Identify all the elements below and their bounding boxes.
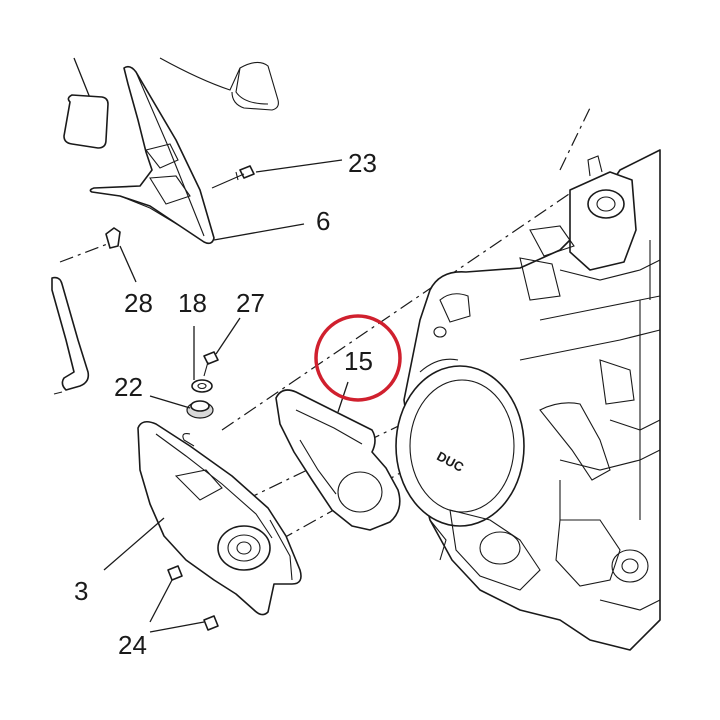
frame-tube bbox=[51, 276, 90, 395]
gasket-part-15 bbox=[275, 389, 401, 531]
sprocket-cover-part-3 bbox=[137, 420, 302, 616]
callout-23: 23 bbox=[348, 148, 377, 178]
callout-labels: 23 6 28 18 27 22 15 3 24 bbox=[74, 148, 377, 660]
side-panel-part-6 bbox=[89, 65, 215, 245]
callout-27: 27 bbox=[236, 288, 265, 318]
washer-part-18 bbox=[191, 379, 213, 393]
callout-22: 22 bbox=[114, 372, 143, 402]
leader-lines bbox=[103, 159, 349, 633]
screw-part-23 bbox=[211, 165, 255, 189]
upper-bracket-outline bbox=[159, 57, 279, 111]
grommet-part-22 bbox=[186, 400, 214, 419]
screw-part-27 bbox=[203, 351, 219, 377]
callout-18: 18 bbox=[178, 288, 207, 318]
highlight-circle bbox=[314, 314, 402, 402]
clip-part-28 bbox=[105, 227, 121, 249]
callout-28: 28 bbox=[124, 288, 153, 318]
engine-assembly: DUC bbox=[395, 149, 661, 651]
callout-24: 24 bbox=[118, 630, 147, 660]
callout-6: 6 bbox=[316, 206, 330, 236]
callout-15: 15 bbox=[344, 346, 373, 376]
screws-part-24 bbox=[167, 565, 219, 631]
callout-3: 3 bbox=[74, 576, 88, 606]
rubber-cap-part bbox=[63, 57, 109, 149]
